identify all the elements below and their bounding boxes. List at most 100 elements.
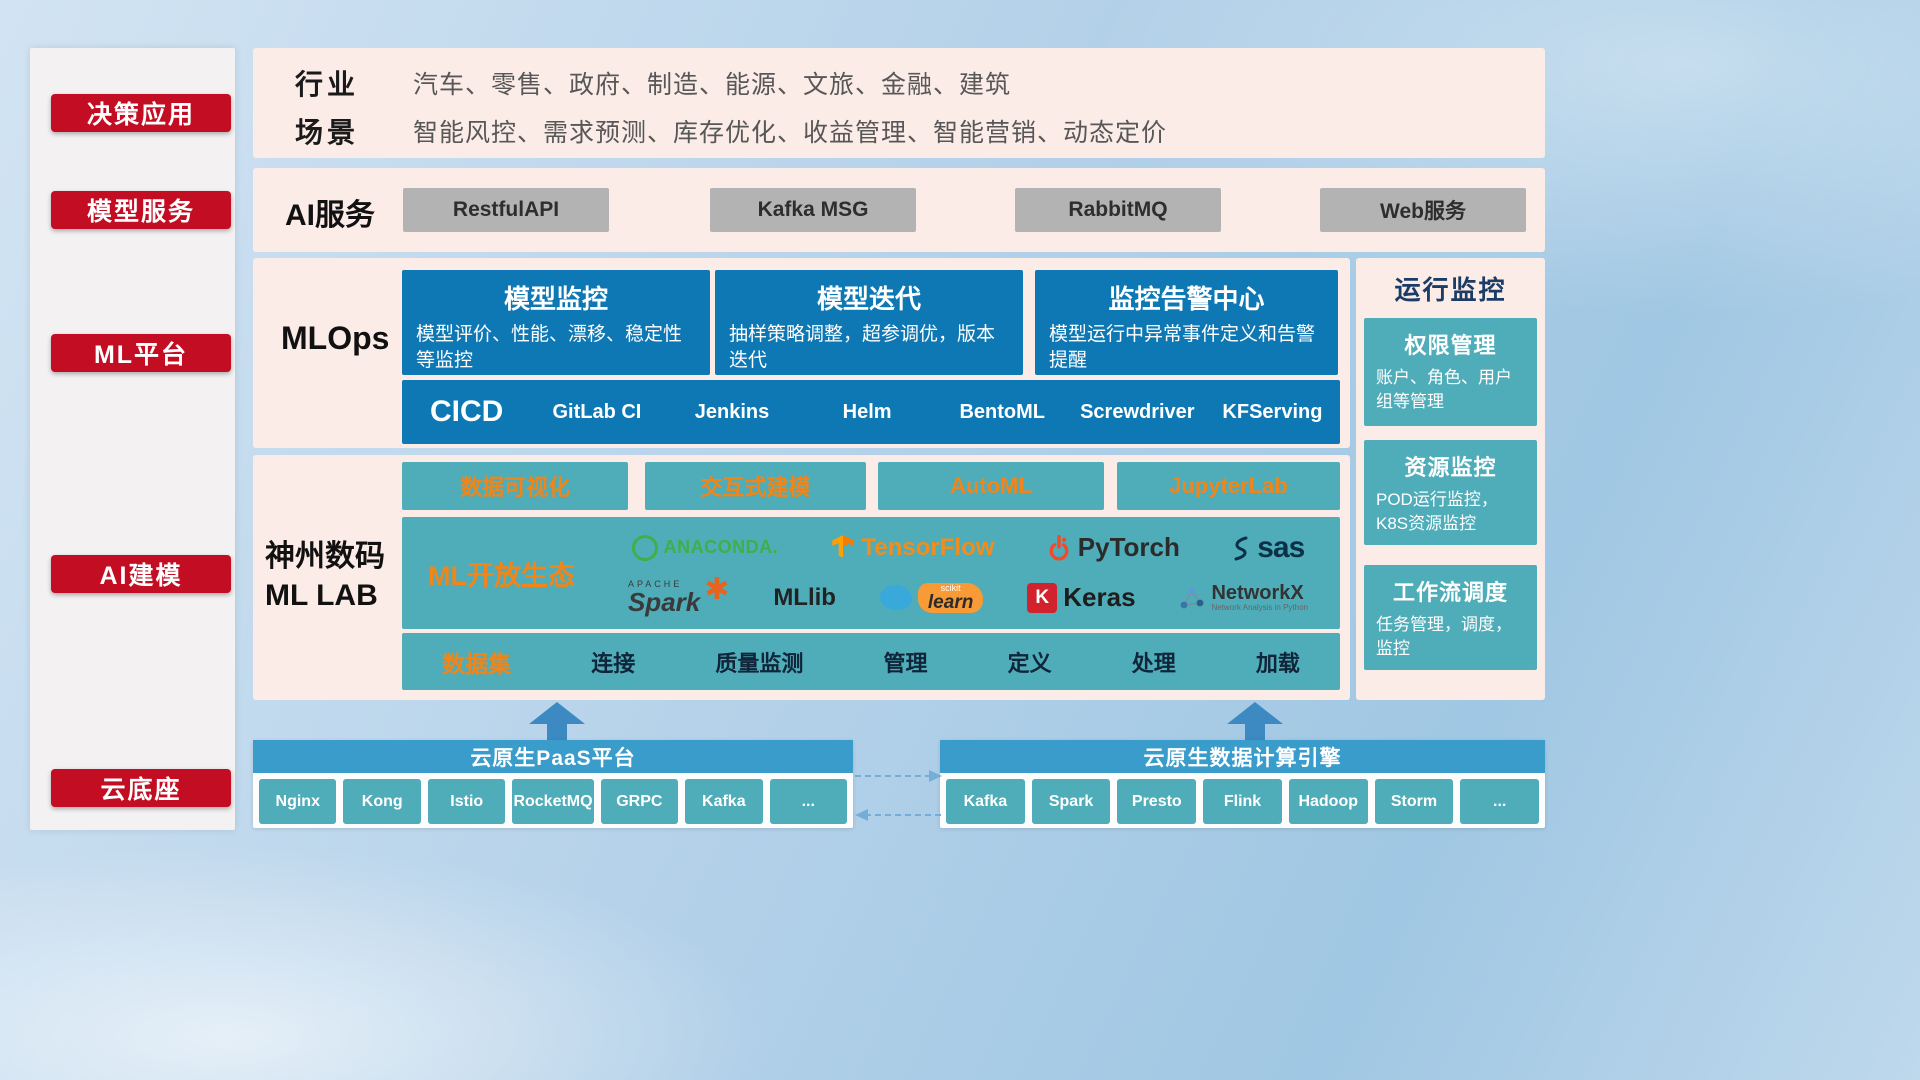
ai-service-rabbitmq: RabbitMQ [1015,188,1221,232]
card-desc: 模型运行中异常事件定义和告警提醒 [1049,324,1316,371]
engine-item-storm: Storm [1374,779,1454,824]
dataset-label: 数据集 [442,650,512,677]
card-desc: 模型评价、性能、漂移、稳定性等监控 [416,324,683,371]
dataset-item-manage: 管理 [883,650,928,676]
paas-title-bar: 云原生PaaS平台 [253,740,853,773]
engine-item-more: ... [1460,779,1540,824]
paas-item-nginx: Nginx [259,779,337,824]
paas-item-istio: Istio [427,779,506,824]
industry-list: 汽车、零售、政府、制造、能源、文旅、金融、建筑 [413,71,1012,99]
mllab-label: 神州数码 ML LAB [265,537,400,615]
monitor-card-workflow: 工作流调度 任务管理，调度，监控 [1364,565,1537,670]
ai-service-label: AI服务 [285,199,375,232]
paas-item-more: ... [769,779,848,824]
scikit-blob-icon [879,585,912,611]
tool-interactive-modeling: 交互式建模 [645,462,866,510]
paas-item-grpc: GRPC [600,779,679,824]
industry-label: 行业 [295,69,360,100]
card-desc: 抽样策略调整，超参调优，版本迭代 [729,324,996,371]
card-desc: 任务管理，调度，监控 [1376,615,1512,658]
networkx-logo: NetworkX Network Analysis in Python [1179,582,1308,613]
card-title: 资源监控 [1404,455,1497,480]
tool-jupyterlab: JupyterLab [1117,462,1340,510]
monitor-title: 运行监控 [1394,275,1507,305]
monitor-card-permissions: 权限管理 账户、角色、用户组等管理 [1364,318,1537,426]
ml-open-ecosystem-box: ML开放生态 ANACONDA. TensorFlow [402,517,1340,629]
scene-label: 场景 [295,117,360,148]
sas-logo: sas [1231,531,1305,565]
engine-item-presto: Presto [1117,779,1197,824]
pytorch-logo: PyTorch [1046,532,1180,563]
sas-icon [1234,536,1248,561]
mllab-label-line2: ML LAB [265,579,378,612]
mlops-label: MLOps [281,320,390,356]
ecosystem-logo-row-1: ANACONDA. TensorFlow [606,531,1330,565]
up-arrow-engine [1227,702,1283,740]
card-title: 工作流调度 [1392,580,1508,605]
dataset-item-process: 处理 [1131,650,1176,676]
tool-data-visualization: 数据可视化 [402,462,628,510]
cicd-label: CICD [430,395,504,428]
card-title: 监控告警中心 [1108,284,1265,314]
ecosystem-logo-row-2: APACHE Spark ✱ MLlib scikit learn [606,573,1330,618]
dataset-item-load: 加载 [1255,650,1300,676]
anaconda-logo: ANACONDA. [631,534,779,561]
paas-item-kong: Kong [343,779,421,824]
dataset-bar: 数据集 连接 质量监测 管理 定义 处理 加载 [402,633,1340,690]
ai-service-restfulapi: RestfulAPI [403,188,609,232]
engine-item-kafka: Kafka [946,779,1025,824]
data-flow-arrows [855,770,942,821]
paas-item-kafka: Kafka [685,779,763,824]
ecosystem-logos: ANACONDA. TensorFlow [606,517,1340,629]
monitor-card-resources: 资源监控 POD运行监控，K8S资源监控 [1364,440,1537,545]
mlops-card-model-monitoring: 模型监控 模型评价、性能、漂移、稳定性等监控 [402,270,710,375]
ecosystem-label: ML开放生态 [428,560,575,591]
spark-star-icon: ✱ [704,573,730,607]
dataset-item-connect: 连接 [591,650,636,676]
mllib-logo: MLlib [773,583,836,611]
card-title: 权限管理 [1404,333,1497,358]
up-arrow-paas [529,702,585,740]
mllab-label-line1: 神州数码 [265,540,385,573]
tensorflow-logo: TensorFlow [830,534,994,562]
runtime-monitor-panel: 运行监控 权限管理 账户、角色、用户组等管理 资源监控 POD运行监控，K8S资… [1356,258,1545,700]
engine-title-bar: 云原生数据计算引擎 [940,740,1545,773]
mllab-panel: 神州数码 ML LAB 数据可视化 交互式建模 AutoML JupyterLa… [253,455,1350,700]
engine-item-flink: Flink [1203,779,1282,824]
dataset-item-define: 定义 [1007,650,1052,676]
paas-button-row: Nginx Kong Istio RocketMQ GRPC Kafka ... [253,773,853,830]
scene-list: 智能风控、需求预测、库存优化、收益管理、智能营销、动态定价 [413,119,1168,147]
cicd-item-gitlab-ci: GitLab CI [552,400,642,423]
rail-item-decision-app: 决策应用 [51,94,231,132]
tensorflow-icon [831,534,854,558]
dataset-item-quality: 质量监测 [715,650,804,676]
mlops-panel: MLOps 模型监控 模型评价、性能、漂移、稳定性等监控 模型迭代 抽样策略调整… [253,258,1350,448]
keras-logo: K Keras [1027,582,1136,613]
keras-icon: K [1027,582,1058,613]
scikit-learn-logo: scikit learn [879,582,984,613]
engine-item-hadoop: Hadoop [1288,779,1368,824]
ai-service-panel: AI服务 RestfulAPI Kafka MSG RabbitMQ Web服务 [253,168,1545,252]
tool-automl: AutoML [878,462,1104,510]
card-desc: 账户、角色、用户组等管理 [1376,368,1512,411]
mlops-card-alert-center: 监控告警中心 模型运行中异常事件定义和告警提醒 [1035,270,1338,375]
left-rail: 决策应用 模型服务 ML平台 AI建模 云底座 [30,48,235,830]
mlops-card-model-iteration: 模型迭代 抽样策略调整，超参调优，版本迭代 [715,270,1023,375]
industry-scene-panel: 行业 汽车、零售、政府、制造、能源、文旅、金融、建筑 场景 智能风控、需求预测、… [253,48,1545,158]
card-title: 模型监控 [503,284,608,314]
rail-item-ai-modeling: AI建模 [51,555,231,593]
ai-service-kafka-msg: Kafka MSG [710,188,916,232]
card-title: 模型迭代 [816,284,921,314]
spark-logo: APACHE Spark ✱ [627,573,730,618]
ai-service-web: Web服务 [1320,188,1526,232]
anaconda-icon [631,534,658,561]
cicd-item-screwdriver: Screwdriver [1080,400,1195,423]
cicd-bar: CICD GitLab CI Jenkins Helm BentoML Scre… [402,380,1340,444]
cicd-item-kfserving: KFServing [1222,400,1323,423]
engine-item-spark: Spark [1031,779,1111,824]
engine-block: 云原生数据计算引擎 Kafka Spark Presto Flink Hadoo… [940,740,1545,828]
rail-item-ml-platform: ML平台 [51,334,231,372]
cicd-item-jenkins: Jenkins [694,400,770,423]
rail-item-model-service: 模型服务 [51,191,231,229]
